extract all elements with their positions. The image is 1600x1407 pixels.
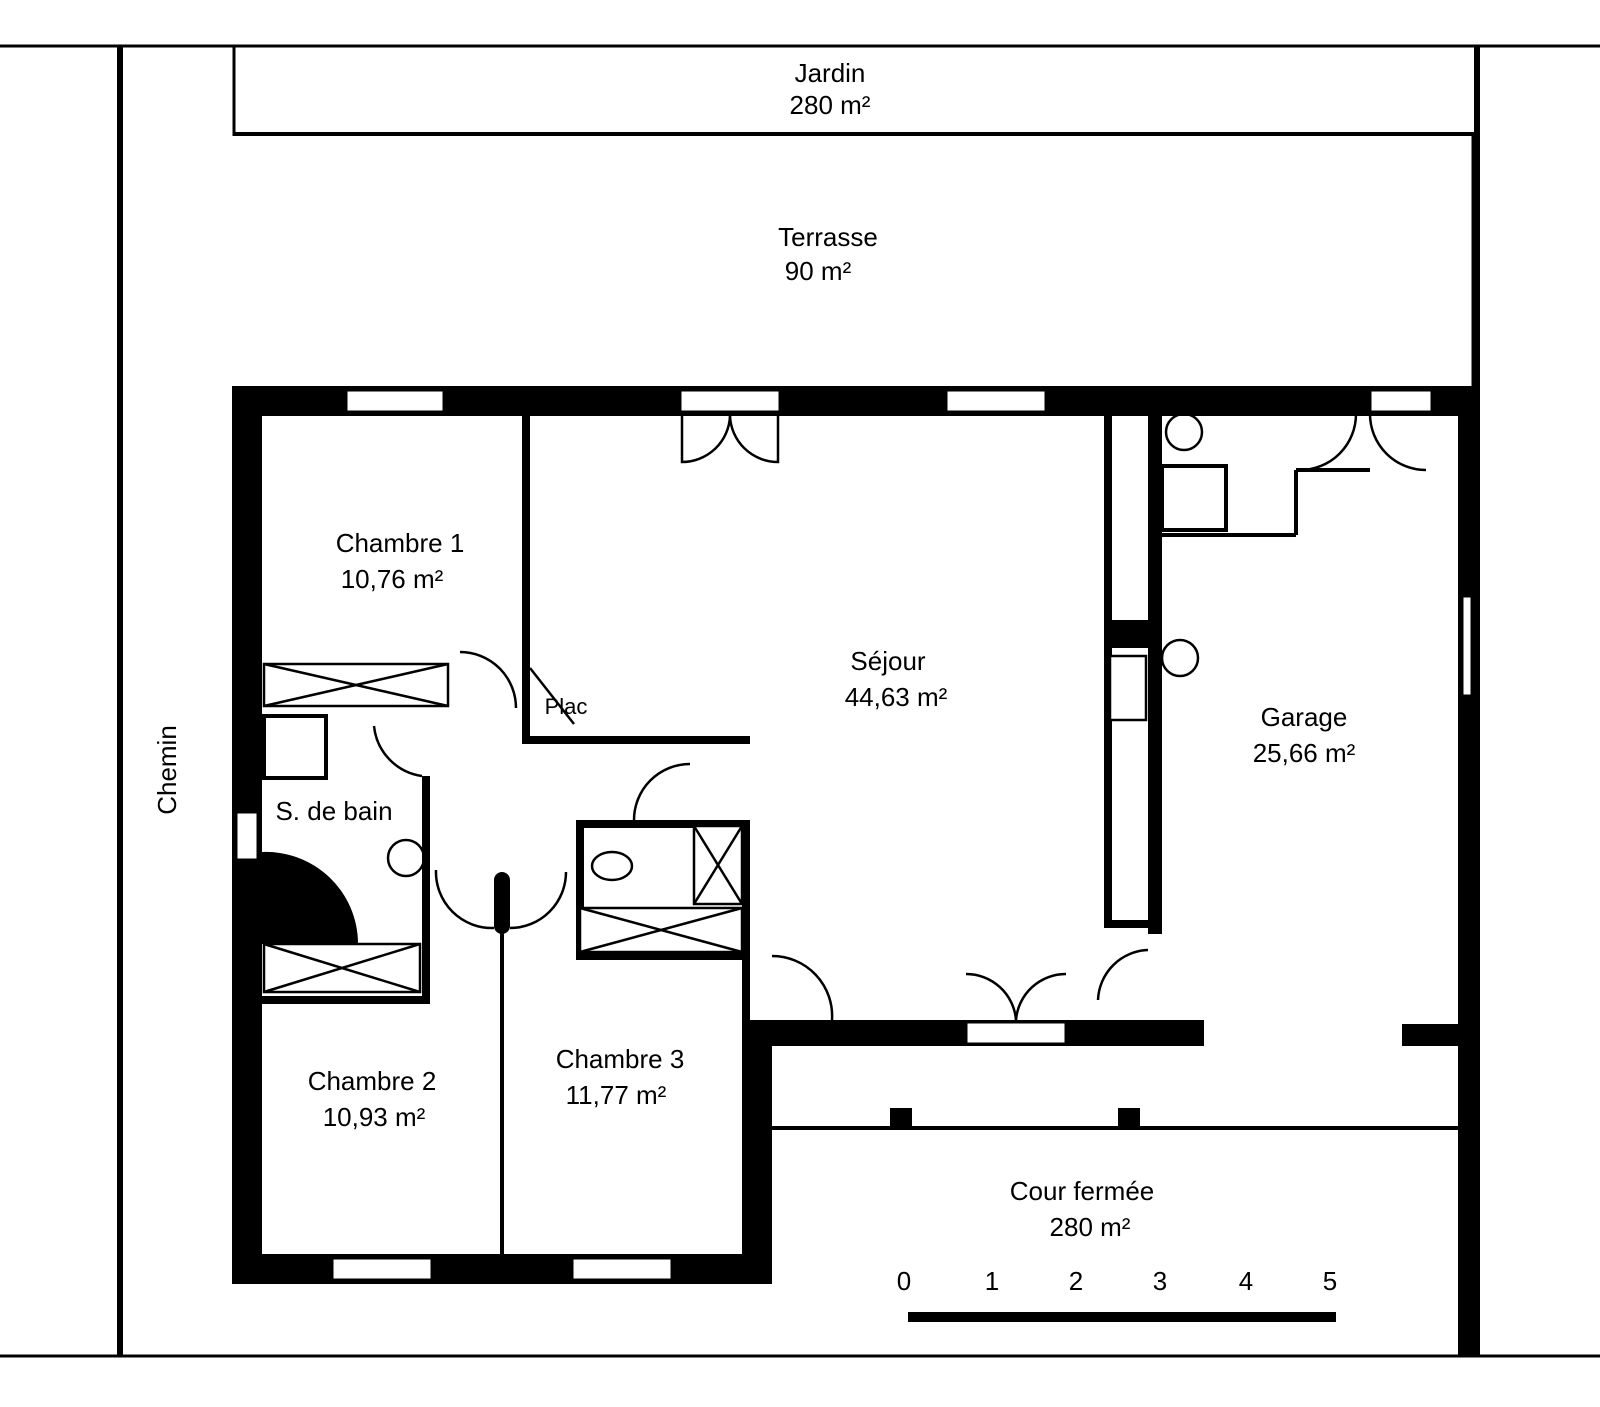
partitions [262, 414, 1460, 1254]
room-garage: Garage 25,66 m² [1253, 702, 1356, 768]
scale-tick: 0 [897, 1266, 911, 1296]
room-terrasse: Terrasse 90 m² [778, 222, 878, 286]
scale-tick: 1 [985, 1266, 999, 1296]
scale-tick: 3 [1153, 1266, 1167, 1296]
room-area: 10,93 m² [323, 1102, 426, 1132]
scale-bar: 0 1 2 3 4 5 [897, 1266, 1337, 1322]
room-jardin: Jardin 280 m² [790, 58, 871, 120]
bathroom-fixtures [262, 412, 1228, 944]
door-swings [372, 413, 1427, 1021]
room-chambre3: Chambre 3 11,77 m² [556, 1044, 685, 1110]
room-name: Terrasse [778, 222, 878, 252]
windows [234, 388, 1474, 1282]
room-area: 25,66 m² [1253, 738, 1356, 768]
room-area: 90 m² [785, 256, 852, 286]
room-area: 11,77 m² [566, 1080, 667, 1110]
scale-tick: 4 [1239, 1266, 1253, 1296]
room-area: 44,63 m² [845, 682, 948, 712]
jardin-area [232, 46, 1478, 136]
room-name: Chambre 2 [308, 1066, 437, 1096]
room-name: Chambre 1 [336, 528, 465, 558]
scale-tick: 5 [1323, 1266, 1337, 1296]
room-sejour: Séjour 44,63 m² [845, 646, 948, 712]
room-area: 280 m² [1050, 1212, 1131, 1242]
room-name: Séjour [850, 646, 925, 676]
room-name: Chambre 3 [556, 1044, 685, 1074]
room-chambre1: Chambre 1 10,76 m² [336, 528, 465, 594]
property-lines [0, 44, 1600, 1358]
placard-label: Plac [545, 694, 588, 719]
room-name: Cour fermée [1010, 1176, 1155, 1206]
room-area: 10,76 m² [341, 564, 444, 594]
room-sdb-name: S. de bain [275, 796, 392, 826]
room-name: Garage [1261, 702, 1348, 732]
room-name: Jardin [795, 58, 866, 88]
room-chambre2: Chambre 2 10,93 m² [308, 1066, 437, 1132]
scale-tick: 2 [1069, 1266, 1083, 1296]
wardrobes [262, 654, 1148, 994]
room-area: 280 m² [790, 90, 871, 120]
room-chemin-name: Chemin [152, 725, 182, 815]
room-cour: Cour fermée 280 m² [1010, 1176, 1155, 1242]
